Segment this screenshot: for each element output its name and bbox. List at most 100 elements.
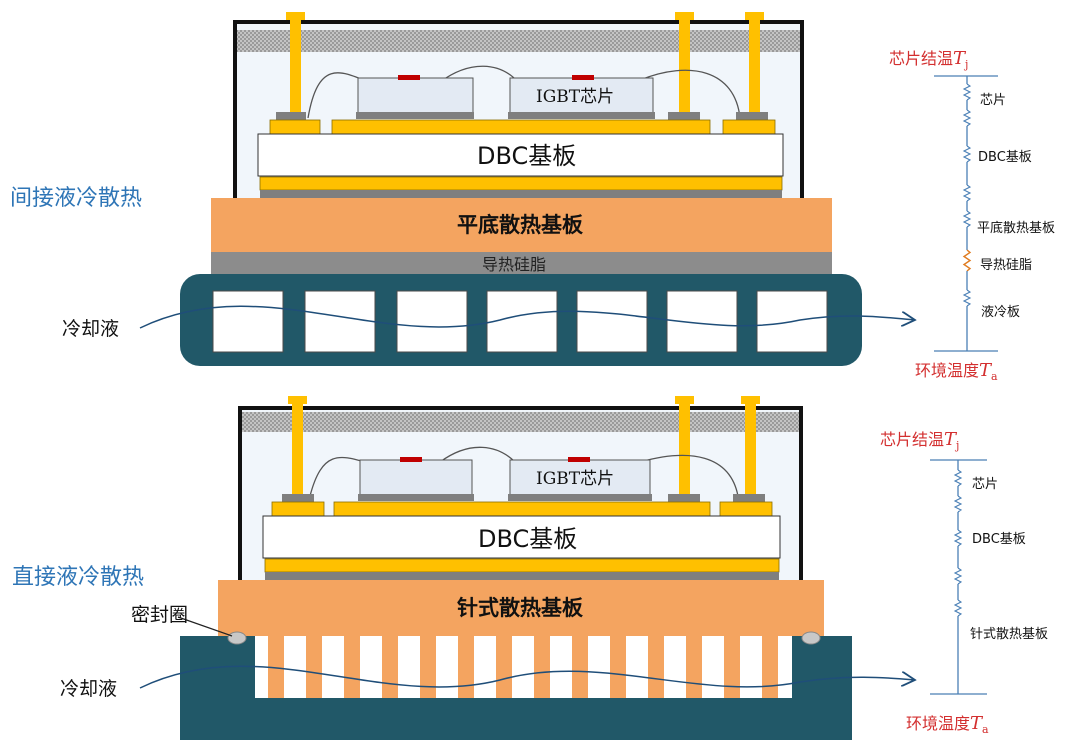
terminal-foot bbox=[668, 112, 700, 120]
resistor-cold-plate bbox=[962, 289, 972, 307]
coolant-label: 冷却液 bbox=[62, 318, 119, 340]
resistor-grease bbox=[962, 249, 972, 272]
solder-layer bbox=[265, 572, 779, 580]
resistor-label: 针式散热基板 bbox=[970, 627, 1048, 642]
chip-pad bbox=[400, 457, 422, 462]
bond-wire bbox=[639, 454, 739, 497]
grease-label: 导热硅脂 bbox=[482, 255, 546, 274]
junction-temp-label: 芯片结温Tj bbox=[880, 429, 959, 452]
terminal-pin bbox=[679, 14, 690, 120]
coolant-channel bbox=[212, 290, 284, 353]
pin-fin bbox=[648, 636, 664, 698]
coolant-cavity bbox=[255, 636, 792, 698]
pin-fin bbox=[458, 636, 474, 698]
solder-layer bbox=[508, 494, 652, 501]
top-copper bbox=[269, 119, 321, 135]
pin-fin bbox=[686, 636, 702, 698]
coolant-flow-arrow bbox=[139, 665, 915, 689]
terminal-foot bbox=[733, 494, 765, 502]
dbc-substrate bbox=[257, 133, 784, 177]
resistor-baseplate bbox=[953, 599, 963, 617]
solder-layer bbox=[260, 190, 782, 198]
pin-fin bbox=[762, 636, 778, 698]
top-copper bbox=[331, 119, 711, 135]
solder-layer bbox=[356, 112, 474, 119]
solder-layer bbox=[358, 494, 474, 501]
igbt-chip-label: IGBT芯片 bbox=[536, 87, 614, 107]
resistor-label: DBC基板 bbox=[978, 150, 1032, 165]
chip-pad bbox=[398, 75, 420, 80]
pin-fin bbox=[572, 636, 588, 698]
terminal-foot bbox=[736, 112, 768, 120]
top-copper bbox=[719, 501, 773, 517]
bond-wire bbox=[309, 456, 366, 497]
thermal-network-indirect: 芯片结温Tj 芯片 DBC基板 平底散热基板 导热硅脂 液冷板 环境温度Ta bbox=[889, 48, 1055, 383]
thermal-network-direct: 芯片结温Tj 芯片 DBC基板 针式散热基板 环境温度Ta bbox=[880, 429, 1048, 736]
ambient-temp-label: 环境温度Ta bbox=[915, 360, 998, 383]
coolant-channel bbox=[304, 290, 376, 353]
dbc-label: DBC基板 bbox=[477, 142, 576, 170]
resistor-dbc-2 bbox=[953, 567, 963, 585]
indirect-cooling-module: IGBT芯片 DBC基板 平底散热基板 导热硅脂 bbox=[139, 12, 915, 366]
case-lid-hatch bbox=[237, 30, 800, 52]
pin-fin bbox=[724, 636, 740, 698]
bond-wire bbox=[439, 446, 516, 463]
resistor-chip-2 bbox=[962, 109, 972, 127]
pin-fin bbox=[496, 636, 512, 698]
bottom-copper bbox=[264, 558, 780, 573]
direct-method-label: 直接液冷散热 bbox=[12, 565, 144, 590]
terminal-pin bbox=[745, 398, 756, 498]
dbc-label: DBC基板 bbox=[478, 525, 577, 553]
terminal-foot bbox=[276, 112, 306, 120]
flat-baseplate bbox=[211, 198, 832, 252]
resistor-label: 液冷板 bbox=[981, 305, 1020, 320]
coolant-channels bbox=[212, 290, 828, 353]
junction-temp-label: 芯片结温Tj bbox=[889, 48, 968, 71]
pin-fin bbox=[382, 636, 398, 698]
top-copper bbox=[722, 119, 776, 135]
chip bbox=[359, 459, 473, 497]
igbt-chip-label: IGBT芯片 bbox=[536, 469, 614, 489]
bond-wire bbox=[439, 65, 519, 83]
pin-fins bbox=[268, 636, 778, 698]
ambient-temp-label: 环境温度Ta bbox=[906, 713, 989, 736]
resistor-baseplate bbox=[962, 210, 972, 228]
terminal-pin bbox=[749, 14, 760, 120]
igbt-chip bbox=[509, 459, 651, 497]
seal-leader bbox=[177, 616, 233, 637]
chip bbox=[357, 77, 474, 115]
seal-label: 密封圈 bbox=[131, 604, 188, 626]
resistor-label: 导热硅脂 bbox=[980, 258, 1032, 273]
top-copper bbox=[271, 501, 325, 517]
resistor-label: 芯片 bbox=[972, 477, 998, 492]
dbc-substrate bbox=[262, 515, 781, 559]
pin-fin bbox=[268, 636, 284, 698]
baseplate-label: 平底散热基板 bbox=[457, 213, 584, 237]
baseplate-label: 针式散热基板 bbox=[457, 596, 584, 620]
solder-layer bbox=[508, 112, 655, 119]
bond-wire bbox=[639, 69, 741, 119]
chip-pad bbox=[568, 457, 590, 462]
resistor-label: 芯片 bbox=[980, 93, 1006, 108]
pin-fin bbox=[420, 636, 436, 698]
seal-ring bbox=[801, 631, 821, 645]
pin-fin bbox=[306, 636, 322, 698]
seal-ring bbox=[227, 631, 247, 645]
chip-pad bbox=[572, 75, 594, 80]
resistor-chip bbox=[962, 83, 972, 101]
resistor-dbc bbox=[953, 529, 963, 547]
direct-cooling-module: IGBT芯片 DBC基板 针式散热基板 bbox=[139, 396, 915, 740]
case-lid-hatch bbox=[242, 412, 799, 432]
thermal-grease bbox=[211, 252, 832, 274]
resistor-label: 平底散热基板 bbox=[977, 220, 1055, 236]
resistor-dbc-2 bbox=[962, 184, 972, 202]
coolant-channel bbox=[396, 290, 468, 353]
resistor-dbc bbox=[962, 145, 972, 163]
resistor-label: DBC基板 bbox=[972, 532, 1026, 547]
bottom-copper bbox=[259, 176, 783, 191]
top-copper bbox=[333, 501, 711, 517]
terminal-pin bbox=[292, 398, 303, 498]
resistor-chip bbox=[953, 469, 963, 487]
coolant-label: 冷却液 bbox=[60, 678, 117, 700]
